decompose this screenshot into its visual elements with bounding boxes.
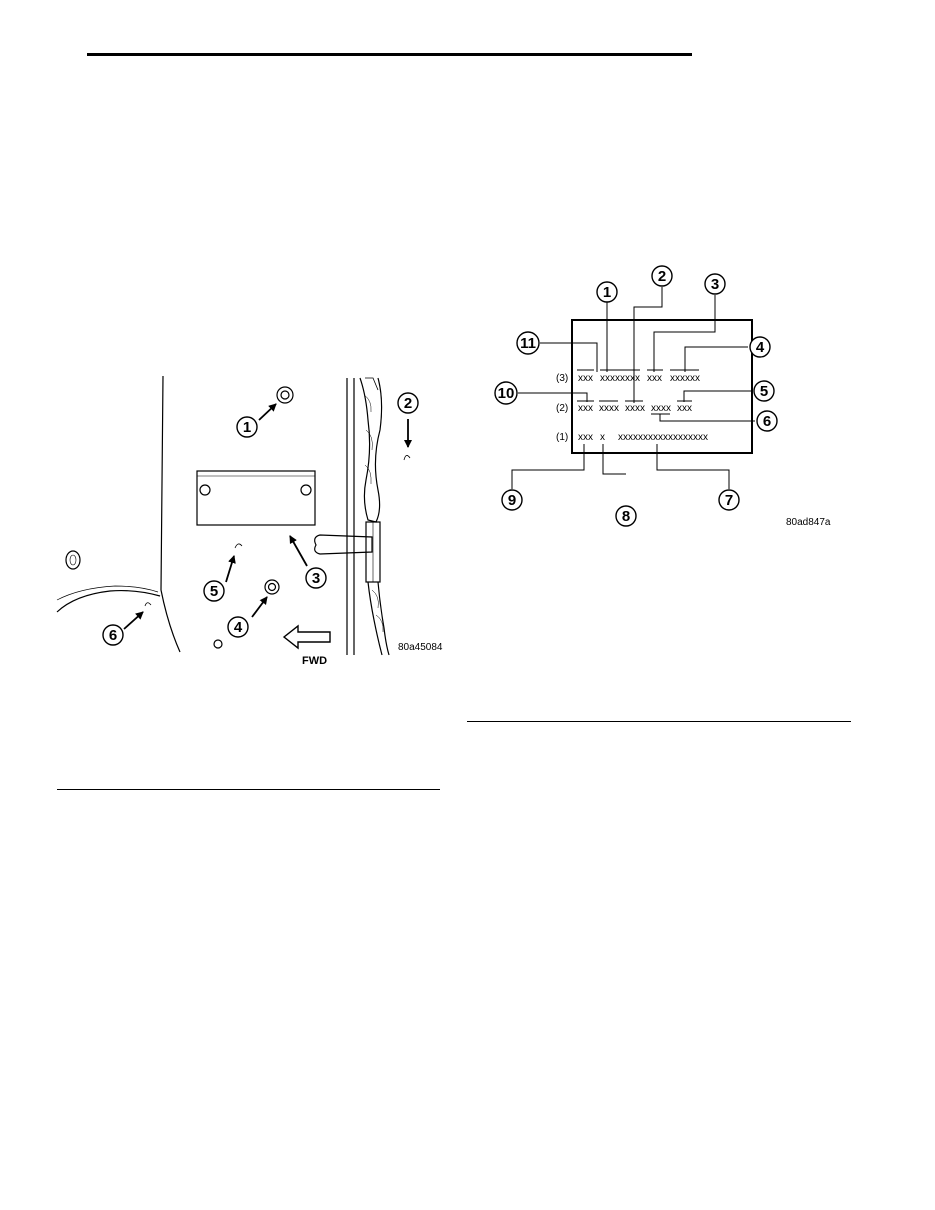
plug-left <box>65 550 81 570</box>
right-bottom-rule <box>467 721 851 722</box>
svg-text:10: 10 <box>498 385 515 402</box>
right-callout-4: 4 <box>749 336 771 358</box>
svg-text:4: 4 <box>756 339 765 356</box>
row-1-fields: xxx x xxxxxxxxxxxxxxxxxx <box>578 432 708 443</box>
svg-text:xxxx: xxxx <box>625 403 645 414</box>
svg-text:5: 5 <box>210 583 218 600</box>
svg-text:xxxxxx: xxxxxx <box>670 373 700 384</box>
door-edge <box>160 375 181 653</box>
right-callouts: 1 2 3 4 5 6 7 8 9 10 11 <box>494 265 778 527</box>
svg-text:1: 1 <box>603 284 611 301</box>
label-box <box>571 319 753 454</box>
right-callout-7: 7 <box>718 489 740 511</box>
svg-text:5: 5 <box>760 383 768 400</box>
left-callout-4: 4 <box>227 616 249 638</box>
svg-text:2: 2 <box>404 395 412 412</box>
right-callout-9: 9 <box>501 489 523 511</box>
right-callout-10: 10 <box>494 381 518 405</box>
svg-text:11: 11 <box>520 335 536 352</box>
left-callouts: 1 2 3 4 5 6 <box>102 392 419 646</box>
right-callout-8: 8 <box>615 505 637 527</box>
svg-text:xxx: xxx <box>578 373 593 384</box>
right-callout-11: 11 <box>516 331 540 355</box>
row-labels: (3) (2) (1) <box>556 373 568 443</box>
field-marks <box>577 369 699 415</box>
right-leaders <box>511 287 755 489</box>
svg-text:6: 6 <box>109 627 117 644</box>
left-leaders <box>123 403 412 630</box>
fastener-4 <box>264 579 280 595</box>
fwd-arrow: FWD <box>282 624 331 667</box>
left-callout-3: 3 <box>305 567 327 589</box>
vin-plate <box>196 470 316 526</box>
right-callout-1: 1 <box>596 281 618 303</box>
svg-text:xxxx: xxxx <box>651 403 671 414</box>
svg-text:1: 1 <box>243 419 251 436</box>
left-bottom-rule <box>57 789 440 790</box>
fastener-1 <box>276 386 294 404</box>
svg-text:3: 3 <box>711 276 719 293</box>
svg-text:xxxxxxxxxxxxxxxxxx: xxxxxxxxxxxxxxxxxx <box>618 432 708 443</box>
svg-text:6: 6 <box>763 413 771 430</box>
left-figure-number: 80a45084 <box>398 642 443 653</box>
svg-text:3: 3 <box>312 570 320 587</box>
left-callout-5: 5 <box>203 580 225 602</box>
left-callout-6: 6 <box>102 624 124 646</box>
svg-text:xxx: xxx <box>578 432 593 443</box>
svg-text:(3): (3) <box>556 373 568 384</box>
svg-text:xxxx: xxxx <box>599 403 619 414</box>
row-3-fields: xxx xxxxxxxx xxx xxxxxx <box>578 373 700 384</box>
right-figure-number: 80ad847a <box>786 517 831 528</box>
door-striker <box>314 534 373 555</box>
svg-text:8: 8 <box>622 508 630 525</box>
row-2-fields: xxx xxxx xxxx xxxx xxx <box>578 403 692 414</box>
lower-panel <box>56 589 161 613</box>
right-callout-2: 2 <box>651 265 673 287</box>
right-callout-6: 6 <box>756 410 778 432</box>
svg-text:xxxxxxxx: xxxxxxxx <box>600 373 640 384</box>
left-callout-2: 2 <box>397 392 419 414</box>
svg-text:xxx: xxx <box>677 403 692 414</box>
svg-text:2: 2 <box>658 268 666 285</box>
left-callout-1: 1 <box>236 416 258 438</box>
svg-text:x: x <box>600 432 605 443</box>
svg-text:4: 4 <box>234 619 243 636</box>
svg-text:7: 7 <box>725 492 733 509</box>
pillar-seal <box>359 377 383 523</box>
svg-text:xxx: xxx <box>578 403 593 414</box>
fwd-label: FWD <box>302 655 327 667</box>
right-callout-3: 3 <box>704 273 726 295</box>
lower-panel-inner <box>56 585 159 601</box>
svg-text:(1): (1) <box>556 432 568 443</box>
small-hole <box>213 639 223 649</box>
right-callout-5: 5 <box>753 380 775 402</box>
svg-text:9: 9 <box>508 492 516 509</box>
svg-text:(2): (2) <box>556 403 568 414</box>
svg-text:xxx: xxx <box>647 373 662 384</box>
top-rule <box>87 53 692 56</box>
door-pillar-diagram <box>56 375 411 656</box>
